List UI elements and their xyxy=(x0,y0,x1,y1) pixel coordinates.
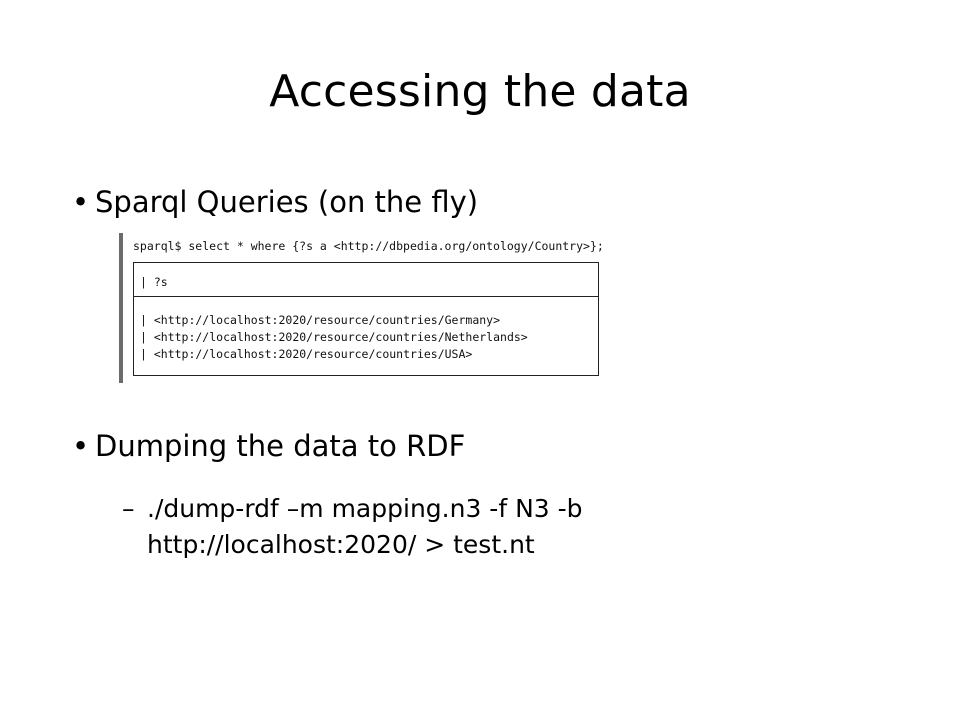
dump-command-line-1: ./dump-rdf –m mapping.n3 -f N3 -b xyxy=(147,494,583,523)
result-row: | <http://localhost:2020/resource/countr… xyxy=(140,330,528,344)
bullet-text: Sparql Queries (on the fly) xyxy=(95,185,479,219)
slide-title: Accessing the data xyxy=(269,66,691,117)
result-row: | <http://localhost:2020/resource/countr… xyxy=(140,313,501,327)
sub-bullet-marker: – xyxy=(122,494,135,523)
sparql-prompt-line: sparql$ select * where {?s a <http://dbp… xyxy=(133,239,604,253)
result-column-header: | ?s xyxy=(140,275,168,289)
dump-command-line-2: http://localhost:2020/ > test.nt xyxy=(147,530,535,559)
bullet-text: Dumping the data to RDF xyxy=(95,429,466,463)
result-table: | ?s | <http://localhost:2020/resource/c… xyxy=(133,262,599,376)
bullet-marker: • xyxy=(72,429,90,463)
bullet-marker: • xyxy=(72,185,90,219)
result-row: | <http://localhost:2020/resource/countr… xyxy=(140,347,473,361)
result-header-divider xyxy=(134,296,598,297)
terminal-screenshot: sparql$ select * where {?s a <http://dbp… xyxy=(119,233,685,383)
